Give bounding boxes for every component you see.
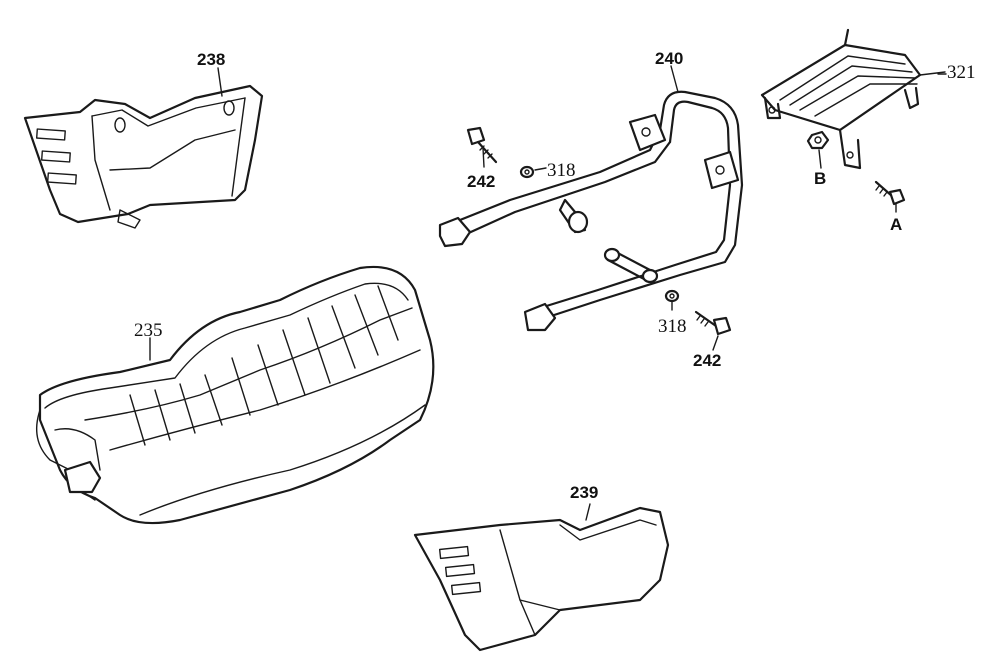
bolt-242-upper (466, 126, 498, 164)
bolt-242-lower (694, 310, 732, 336)
nut-b (806, 130, 830, 150)
side-cover-239 (413, 506, 670, 652)
label-238: 238 (197, 50, 225, 69)
grab-rail-240 (438, 90, 744, 332)
label-242-lower: 242 (693, 351, 721, 370)
label-239: 239 (570, 483, 598, 502)
label-235: 235 (134, 320, 163, 341)
side-cover-238 (23, 84, 264, 229)
washer-318-lower (664, 289, 680, 311)
leader-lines (149, 65, 897, 521)
label-321: 321 (947, 62, 976, 83)
label-242-upper: 242 (467, 172, 495, 191)
seat-235 (36, 265, 435, 525)
label-318-upper: 318 (547, 160, 576, 181)
label-b: B (814, 169, 826, 188)
label-a: A (890, 215, 902, 234)
label-318-lower: 318 (658, 316, 687, 337)
washer-318-upper (519, 165, 547, 179)
label-240: 240 (655, 49, 683, 68)
rear-carrier-321 (760, 28, 946, 170)
bolt-a (874, 180, 906, 206)
